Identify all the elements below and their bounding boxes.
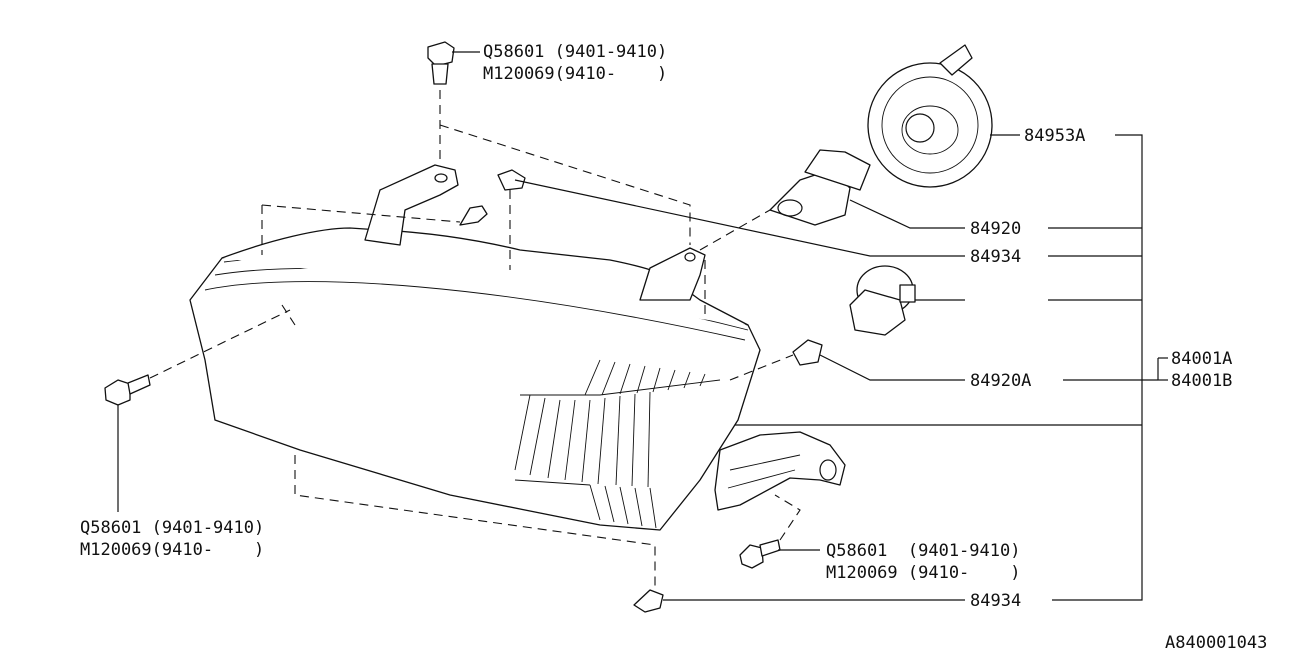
- small-bulb-part: [792, 339, 823, 366]
- socket-cover-label: 84953A: [1024, 126, 1085, 146]
- callout-labels: Q58601 (9401-9410) M120069(9410- ) Q5860…: [80, 42, 1267, 653]
- marker-lens: [514, 359, 721, 529]
- bolt-bottom-right-label-2: M120069 (9410- ): [826, 563, 1020, 583]
- clip-bottom-part: [633, 589, 664, 613]
- bolt-left-label-1: Q58601 (9401-9410): [80, 518, 264, 538]
- headlamp-assembly: [189, 164, 846, 531]
- bolt-left-part: [104, 374, 151, 406]
- clip-top-part: [497, 169, 526, 191]
- bolt-top-label-1: Q58601 (9401-9410): [483, 42, 667, 62]
- small-socket-part: [849, 265, 916, 336]
- bulb-main-label: 84920: [970, 219, 1021, 239]
- clip-top-label: 84934: [970, 247, 1021, 267]
- h4-bulb-part: [769, 149, 871, 226]
- assembly-lines: [149, 90, 801, 590]
- diagram-code: A840001043: [1165, 633, 1267, 653]
- assembly-a-label: 84001A: [1171, 349, 1232, 369]
- leader-lines: [117, 51, 1168, 601]
- small-bulb-label: 84920A: [970, 371, 1031, 391]
- bolt-top-label-2: M120069(9410- ): [483, 64, 667, 84]
- clip-bottom-label: 84934: [970, 591, 1021, 611]
- socket-cover-part: [867, 44, 993, 188]
- bolt-left-label-2: M120069(9410- ): [80, 540, 264, 560]
- bolt-bottom-right-label-1: Q58601 (9401-9410): [826, 541, 1020, 561]
- bolt-bottom-right-part: [739, 539, 781, 569]
- bolt-top-part: [427, 41, 455, 85]
- assembly-b-label: 84001B: [1171, 371, 1232, 391]
